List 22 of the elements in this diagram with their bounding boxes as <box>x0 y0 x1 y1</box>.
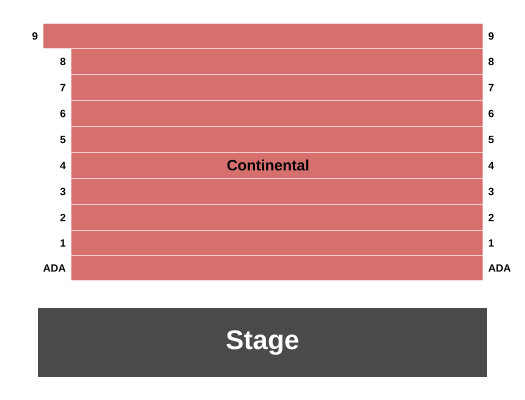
stage: Stage <box>38 308 487 377</box>
row-label: 2 <box>488 214 494 222</box>
row-label: 8 <box>60 58 66 66</box>
row-label: 4 <box>60 162 66 170</box>
row-label: 6 <box>488 110 494 118</box>
row-label: 1 <box>60 239 66 247</box>
section-label: Continental <box>227 160 308 170</box>
row-label: 5 <box>488 136 494 144</box>
row-label: ADA <box>488 264 511 272</box>
row-label: ADA <box>43 264 66 272</box>
row-label: 9 <box>32 32 38 40</box>
row-label: 2 <box>60 214 66 222</box>
row-label: 8 <box>488 58 494 66</box>
row-label: 3 <box>60 188 66 196</box>
row-label: 5 <box>60 136 66 144</box>
row-label: 6 <box>60 110 66 118</box>
row-label: 9 <box>488 32 494 40</box>
row-label: 4 <box>488 162 494 170</box>
row-label: 3 <box>488 188 494 196</box>
row-label: 1 <box>488 239 494 247</box>
row-label: 7 <box>60 84 66 92</box>
row-label: 7 <box>488 84 494 92</box>
